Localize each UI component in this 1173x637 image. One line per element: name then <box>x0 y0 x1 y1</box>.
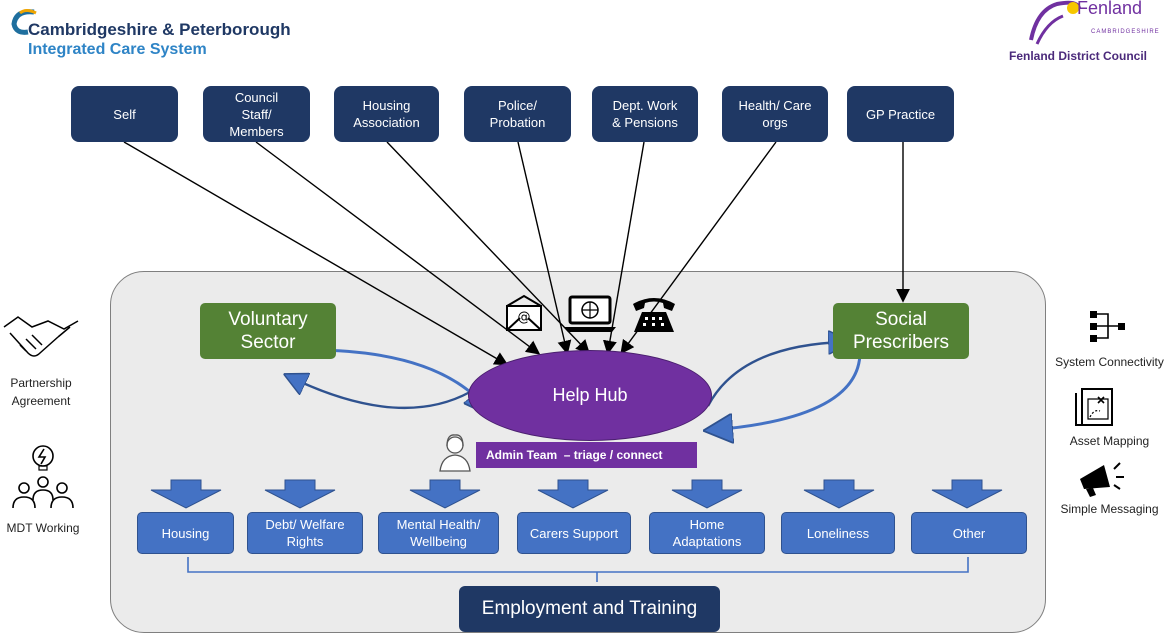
admin-team-bar: Admin Team – triage / connect <box>476 442 697 468</box>
map-icon <box>1075 388 1113 426</box>
source-council-staff: Council Staff/ Members <box>203 86 310 142</box>
ics-title-line1: Cambridgeshire & Peterborough <box>28 20 291 39</box>
svg-text:@: @ <box>518 310 531 325</box>
help-hub-ellipse: Help Hub <box>468 350 712 441</box>
source-police-probation: Police/ Probation <box>464 86 571 142</box>
source-self: Self <box>71 86 178 142</box>
service-loneliness: Loneliness <box>781 512 895 554</box>
fenland-logo: Fenland CAMBRIDGESHIRE Fenland District … <box>1005 0 1173 68</box>
down-arrow-debt <box>264 479 336 509</box>
down-arrow-carers <box>537 479 609 509</box>
down-arrow-other <box>931 479 1003 509</box>
social-prescribers-box: Social Prescribers <box>833 303 969 359</box>
voluntary-sector-box: Voluntary Sector <box>200 303 336 359</box>
network-icon <box>1090 311 1125 342</box>
email-icon: @ <box>506 294 542 331</box>
down-arrow-home <box>671 479 743 509</box>
team-icon <box>12 445 74 509</box>
source-health-care: Health/ Care orgs <box>722 86 828 142</box>
services-bracket <box>187 557 969 582</box>
fenland-council: Fenland District Council <box>1009 49 1148 63</box>
employment-training-box: Employment and Training <box>459 586 720 632</box>
asset-mapping-label: Asset Mapping <box>1069 434 1150 448</box>
person-icon <box>439 434 471 472</box>
arrow-housing-assoc <box>386 141 590 355</box>
service-other: Other <box>911 512 1027 554</box>
mdt-working-label: MDT Working <box>6 521 80 535</box>
help-hub-label: Help Hub <box>552 385 628 405</box>
source-gp-practice: GP Practice <box>847 86 954 142</box>
telephone-icon <box>633 298 675 332</box>
simple-messaging-label: Simple Messaging <box>1060 502 1159 516</box>
service-housing: Housing <box>137 512 234 554</box>
fenland-logo-mark <box>1029 0 1081 45</box>
service-carers-support: Carers Support <box>517 512 631 554</box>
megaphone-icon <box>1080 462 1124 497</box>
arrow-self <box>123 141 509 366</box>
ics-logo-mark <box>11 9 37 35</box>
arrow-council <box>255 141 541 355</box>
loop-social-to-hub <box>712 351 862 430</box>
down-arrow-mental-health <box>409 479 481 509</box>
fenland-word: Fenland <box>1077 0 1143 18</box>
source-dwp: Dept. Work & Pensions <box>592 86 698 142</box>
laptop-icon <box>564 295 616 332</box>
arrow-dwp <box>602 141 645 355</box>
ics-title-line2: Integrated Care System <box>28 41 207 58</box>
handshake-icon <box>3 316 79 357</box>
ics-logo: Cambridgeshire & Peterborough Integrated… <box>8 8 338 63</box>
arrow-police <box>517 141 572 355</box>
loop-hub-to-social <box>706 342 845 407</box>
source-housing-association: Housing Association <box>334 86 439 142</box>
service-mental-health: Mental Health/ Wellbeing <box>378 512 499 554</box>
down-arrow-loneliness <box>803 479 875 509</box>
partnership-agreement-label: Partnership Agreement <box>10 376 72 408</box>
system-connectivity-label: System Connectivity <box>1055 355 1164 369</box>
fenland-county: CAMBRIDGESHIRE <box>1091 29 1160 35</box>
service-home-adaptations: Home Adaptations <box>649 512 765 554</box>
loop-hub-to-voluntary <box>290 377 471 410</box>
service-debt-welfare: Debt/ Welfare Rights <box>247 512 363 554</box>
down-arrow-housing <box>150 479 222 509</box>
